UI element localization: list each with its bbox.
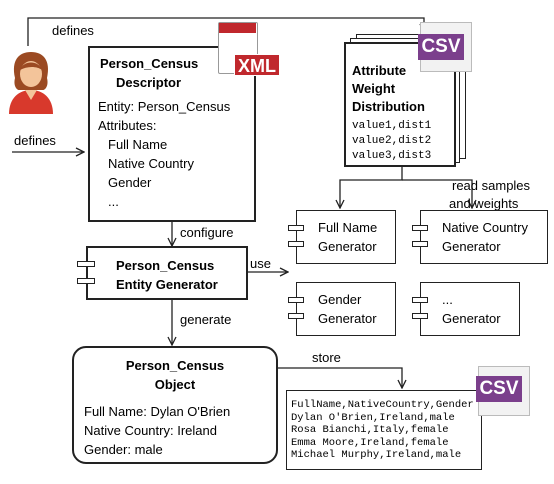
component-tab-icon: [288, 313, 304, 319]
csv-output-row: Michael Murphy,Ireland,male: [291, 449, 462, 461]
object-title-line2: Object: [154, 377, 196, 392]
entity-generator-line1: Person_Census: [116, 258, 215, 273]
generator-line1: Native Country: [442, 220, 528, 235]
entity-generator-box: Person_Census Entity Generator: [86, 246, 248, 300]
person-icon: [9, 52, 53, 114]
distribution-title-line3: Distribution: [352, 99, 425, 114]
component-tab-icon: [412, 241, 428, 247]
read-samples-label: read samples: [452, 178, 531, 193]
generator-line1: Gender: [318, 292, 362, 307]
generator-line2: Generator: [442, 239, 501, 254]
descriptor-attributes-heading: Attributes:: [98, 118, 157, 133]
generator-line2: Generator: [318, 239, 377, 254]
generator-line2: Generator: [442, 311, 501, 326]
component-tab-icon: [412, 313, 428, 319]
other-generator-box: ... Generator: [420, 282, 520, 336]
entity-generator-line2: Entity Generator: [116, 277, 218, 292]
descriptor-attribute: ...: [108, 194, 119, 209]
generate-label: generate: [180, 312, 232, 327]
csv-badge-bottom: CSV: [476, 376, 522, 402]
component-tab-icon: [412, 297, 428, 303]
native-country-generator-box: Native Country Generator: [420, 210, 548, 264]
descriptor-entity: Entity: Person_Census: [98, 99, 231, 114]
use-label: use: [250, 256, 271, 271]
component-tab-icon: [77, 261, 95, 267]
descriptor-title-line1: Person_Census: [100, 56, 199, 71]
component-tab-icon: [288, 241, 304, 247]
csv-output-row: FullName,NativeCountry,Gender: [291, 399, 474, 411]
csv-badge-top: CSV: [418, 34, 464, 60]
configure-label: configure: [180, 225, 234, 240]
distribution-doc: Attribute Weight Distribution value1,dis…: [344, 42, 456, 167]
component-tab-icon: [77, 278, 95, 284]
object-field: Native Country: Ireland: [84, 423, 217, 438]
full-name-generator-box: Full Name Generator: [296, 210, 396, 264]
csv-output-row: Dylan O'Brien,Ireland,male: [291, 411, 455, 424]
generator-line1: ...: [442, 292, 453, 307]
defines-left-label: defines: [14, 133, 56, 148]
csv-output-row: Rosa Bianchi,Italy,female: [291, 424, 449, 436]
descriptor-title-line2: Descriptor: [116, 75, 182, 90]
object-box: Person_Census Object Full Name: Dylan O'…: [72, 346, 278, 464]
descriptor-attribute: Full Name: [108, 137, 168, 152]
object-field: Gender: male: [84, 442, 163, 457]
generator-line1: Full Name: [318, 220, 378, 235]
descriptor-box: Person_Census Descriptor Entity: Person_…: [88, 46, 256, 222]
descriptor-attribute: Native Country: [108, 156, 194, 171]
generator-line2: Generator: [318, 311, 377, 326]
distribution-row: value3,dist3: [352, 150, 432, 162]
component-tab-icon: [288, 297, 304, 303]
component-tab-icon: [288, 225, 304, 231]
gender-generator-box: Gender Generator: [296, 282, 396, 336]
object-field: Full Name: Dylan O'Brien: [84, 404, 231, 419]
read-weights-label: and weights: [449, 196, 519, 211]
distribution-row: value2,dist2: [352, 135, 432, 147]
xml-badge: XML: [234, 54, 280, 76]
component-tab-icon: [412, 225, 428, 231]
defines-top-label: defines: [52, 23, 94, 38]
distribution-title-line2: Weight: [352, 81, 396, 96]
descriptor-attribute: Gender: [108, 175, 152, 190]
store-label: store: [312, 350, 341, 365]
distribution-title-line1: Attribute: [352, 63, 407, 78]
object-title-line1: Person_Census: [125, 358, 225, 373]
distribution-row: value1,dist1: [352, 120, 432, 132]
csv-output-box: FullName,NativeCountry,Gender Dylan O'Br…: [286, 390, 482, 470]
csv-output-row: Emma Moore,Ireland,female: [291, 436, 449, 449]
